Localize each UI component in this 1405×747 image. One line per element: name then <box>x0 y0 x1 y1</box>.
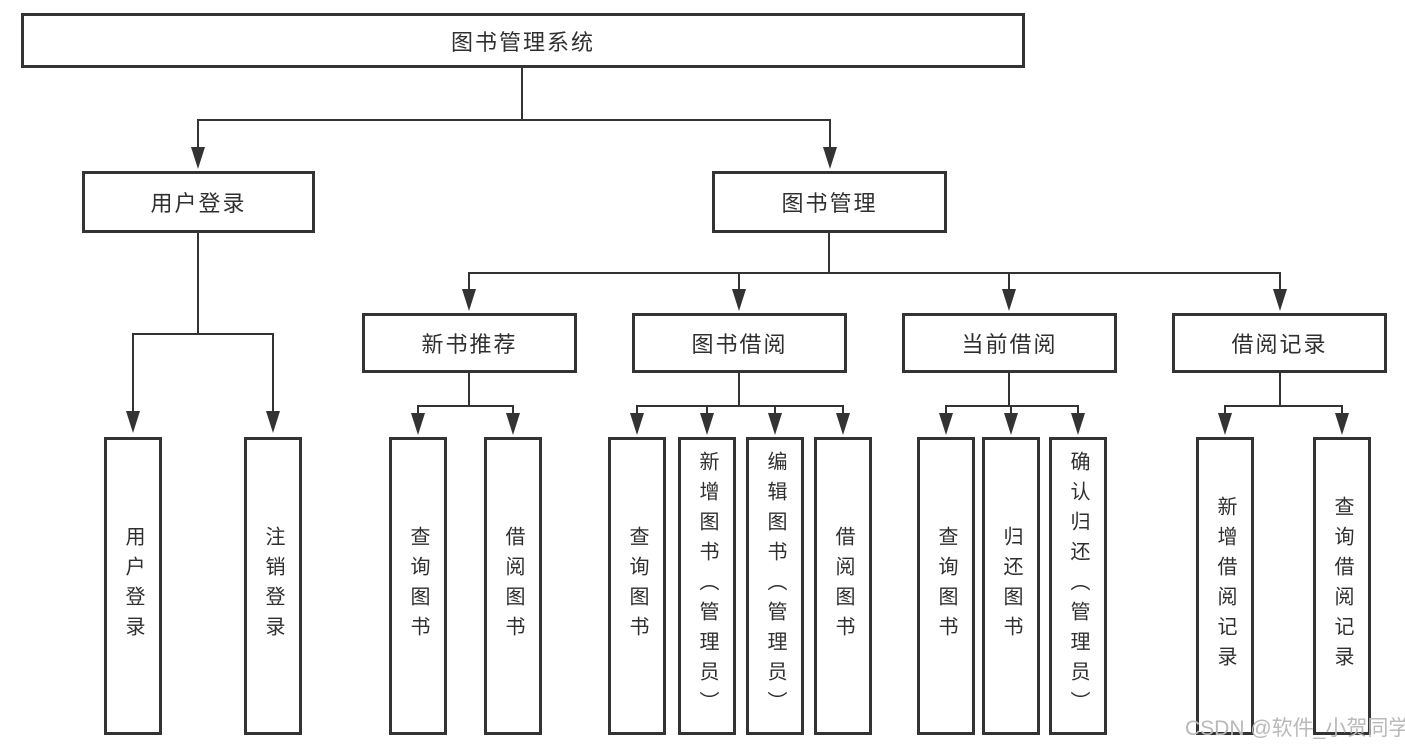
leaf-logout-login: 注销登录 <box>244 437 302 735</box>
arrowhead-down <box>506 413 520 435</box>
leaf-query-books-current: 查询图书 <box>917 437 975 735</box>
arrowhead-down <box>1002 289 1016 311</box>
leaf-query-borrow-record: 查询借阅记录 <box>1313 437 1371 735</box>
connector-line <box>1279 272 1281 292</box>
connector-line <box>738 272 740 292</box>
connector-line <box>1341 405 1343 417</box>
connector-line <box>945 405 947 417</box>
arrowhead-down <box>836 413 850 435</box>
csdn-watermark: CSDN @软件_小贺同学 <box>1185 717 1405 740</box>
connector-line <box>197 119 199 151</box>
connector-line <box>417 405 419 417</box>
arrowhead-down <box>1218 413 1232 435</box>
arrowhead-down <box>768 413 782 435</box>
connector-line <box>132 333 134 415</box>
connector-line <box>468 272 470 292</box>
leaf-query-books-borrow: 查询图书 <box>608 437 666 735</box>
arrowhead-down <box>126 411 140 433</box>
node-new-book-recommend: 新书推荐 <box>362 313 577 373</box>
node-user-login: 用户登录 <box>82 171 315 233</box>
leaf-borrow-books-borrow: 借阅图书 <box>814 437 872 735</box>
node-current-borrow: 当前借阅 <box>902 313 1117 373</box>
leaf-confirm-return-admin: 确认归还（管理员） <box>1049 437 1107 735</box>
connector-line <box>197 233 199 335</box>
node-borrow-records: 借阅记录 <box>1172 313 1387 373</box>
leaf-user-login: 用户登录 <box>104 437 162 735</box>
arrowhead-down <box>630 413 644 435</box>
arrowhead-down <box>700 413 714 435</box>
connector-line <box>1008 373 1010 407</box>
arrowhead-down <box>1335 413 1349 435</box>
connector-line <box>197 119 831 121</box>
arrowhead-down <box>1004 413 1018 435</box>
connector-line <box>1008 272 1010 292</box>
arrowhead-down <box>191 147 205 169</box>
leaf-add-books-admin: 新增图书（管理员） <box>678 437 736 735</box>
connector-line <box>1279 373 1281 407</box>
leaf-edit-books-admin: 编辑图书（管理员） <box>746 437 804 735</box>
connector-line <box>828 233 830 274</box>
node-book-management: 图书管理 <box>712 171 947 233</box>
connector-line <box>829 119 831 151</box>
connector-line <box>1010 405 1012 417</box>
connector-line <box>417 405 514 407</box>
leaf-add-borrow-record: 新增借阅记录 <box>1196 437 1254 735</box>
arrowhead-down <box>939 413 953 435</box>
connector-line <box>468 373 470 407</box>
arrowhead-down <box>732 289 746 311</box>
leaf-return-books: 归还图书 <box>982 437 1040 735</box>
arrowhead-down <box>411 413 425 435</box>
connector-line <box>706 405 708 417</box>
node-library-management-system: 图书管理系统 <box>21 13 1025 68</box>
connector-line <box>1077 405 1079 417</box>
arrowhead-down <box>1273 289 1287 311</box>
connector-line <box>512 405 514 417</box>
connector-line <box>1224 405 1343 407</box>
connector-line <box>272 333 274 415</box>
connector-line <box>774 405 776 417</box>
connector-line <box>738 373 740 407</box>
connector-line <box>842 405 844 417</box>
connector-line <box>1224 405 1226 417</box>
connector-line <box>132 333 274 335</box>
node-book-borrow: 图书借阅 <box>632 313 847 373</box>
arrowhead-down <box>266 411 280 433</box>
connector-line <box>521 68 523 121</box>
connector-line <box>468 272 1281 274</box>
arrowhead-down <box>462 289 476 311</box>
connector-line <box>945 405 1079 407</box>
connector-line <box>636 405 844 407</box>
arrowhead-down <box>1071 413 1085 435</box>
leaf-borrow-books-newbook: 借阅图书 <box>484 437 542 735</box>
connector-line <box>636 405 638 417</box>
leaf-query-books-newbook: 查询图书 <box>389 437 447 735</box>
arrowhead-down <box>823 147 837 169</box>
